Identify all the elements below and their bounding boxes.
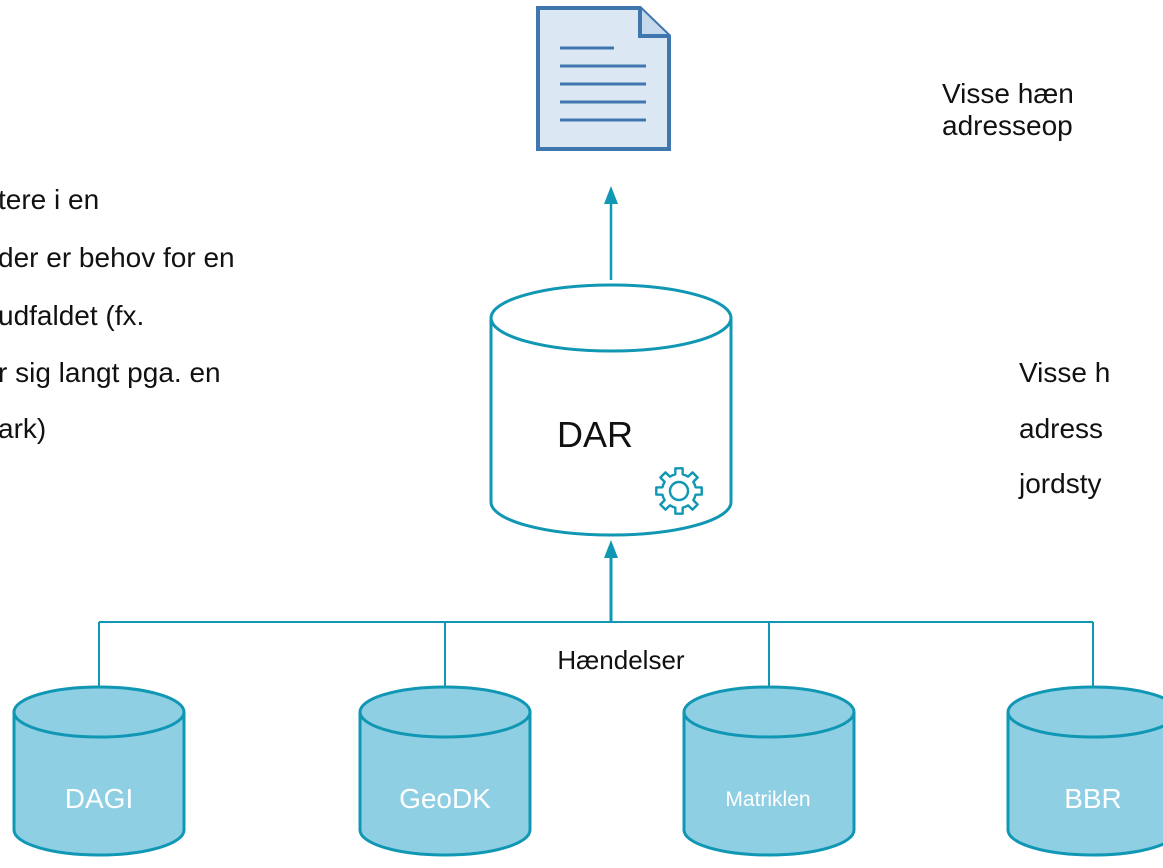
arrow-dar-to-document bbox=[604, 186, 618, 280]
left-text-line-4: r sig langt pga. en bbox=[0, 357, 221, 388]
source-label-matriklen: Matriklen bbox=[725, 788, 810, 811]
right-mid-text-line-3: jordsty bbox=[1019, 468, 1102, 499]
event-bus bbox=[98, 556, 1094, 700]
left-text-line-3: udfaldet (fx. bbox=[0, 300, 145, 331]
right-top-text-line-1: Visse hæn bbox=[942, 78, 1074, 109]
left-text-line-1: tere i en bbox=[0, 184, 100, 215]
dar-label: DAR bbox=[557, 414, 633, 455]
source-label-geodk: GeoDK bbox=[399, 783, 491, 814]
left-text-line-2: der er behov for en bbox=[0, 242, 235, 273]
arrow-events-to-dar bbox=[604, 540, 618, 558]
events-label: Hændelser bbox=[557, 645, 685, 675]
source-label-dagi: DAGI bbox=[65, 783, 133, 814]
source-database-matriklen bbox=[682, 685, 856, 857]
left-text-line-5: ark) bbox=[0, 413, 47, 444]
source-database-bbr bbox=[1006, 685, 1163, 857]
right-mid-text-line-1: Visse h bbox=[1019, 357, 1111, 388]
source-label-bbr: BBR bbox=[1064, 783, 1122, 814]
source-database-geodk bbox=[358, 685, 532, 857]
dar-database bbox=[489, 283, 733, 537]
right-mid-text-line-2: adress bbox=[1019, 413, 1104, 444]
document-icon bbox=[536, 6, 671, 151]
right-top-text-line-2: adresseop bbox=[942, 110, 1073, 141]
source-database-dagi bbox=[12, 685, 186, 857]
gear-icon bbox=[655, 467, 703, 515]
